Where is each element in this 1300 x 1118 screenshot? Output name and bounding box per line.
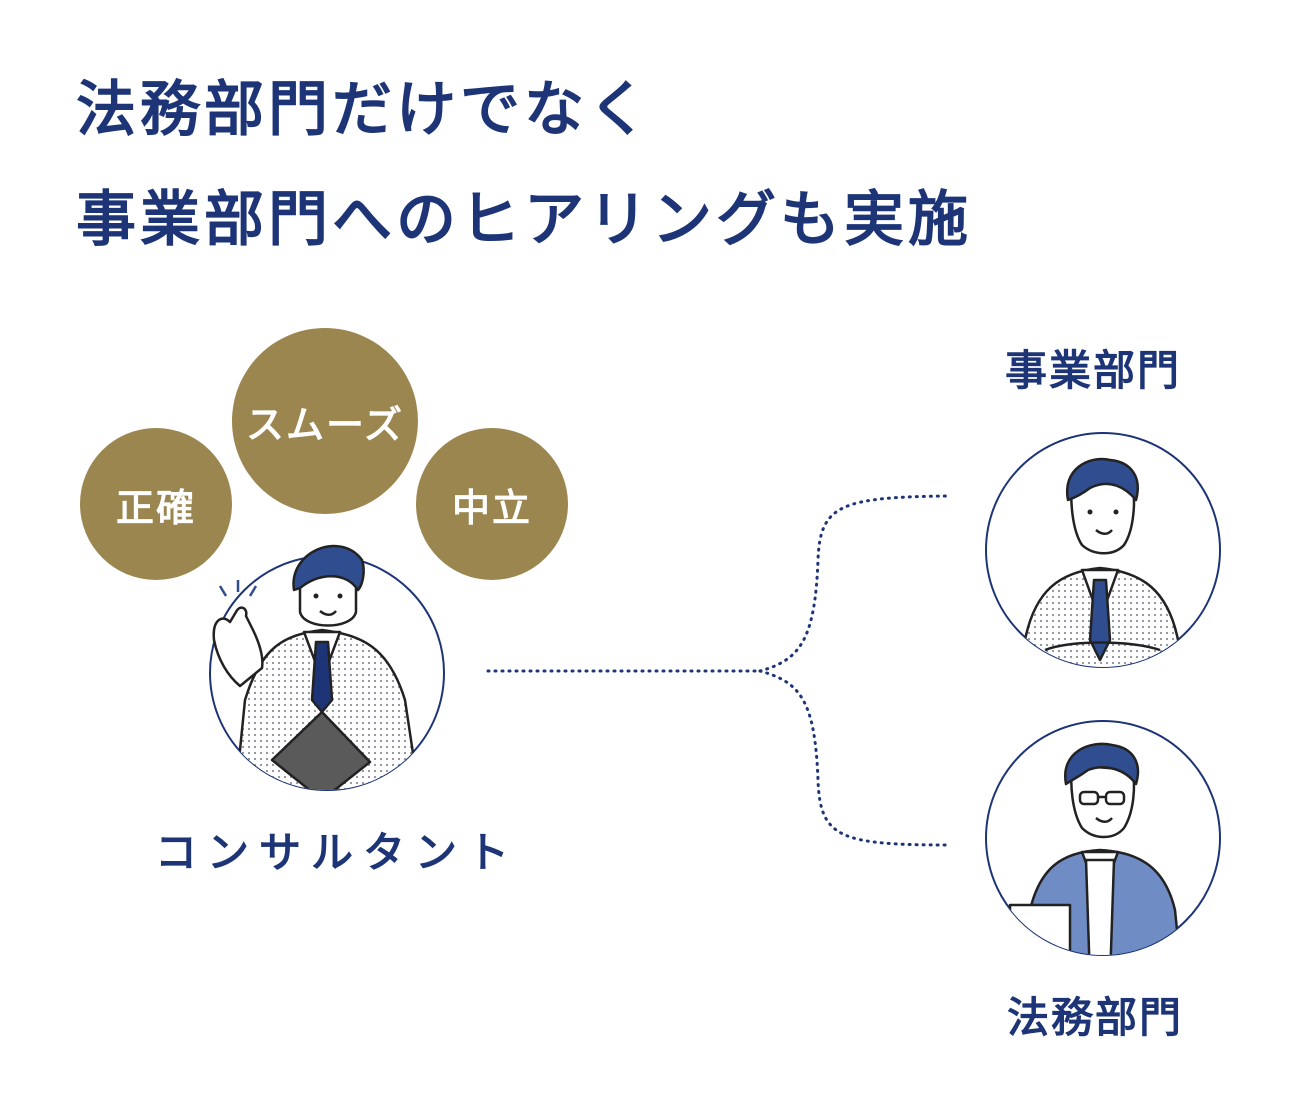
- connector-lines: [486, 494, 952, 847]
- consultant-label: コンサルタント: [155, 828, 520, 877]
- value-circle-neutral: 中立: [416, 428, 568, 580]
- title-line-1: 法務部門だけでなく: [76, 75, 652, 145]
- connector-to-business: [758, 494, 952, 673]
- value-label-neutral: 中立: [451, 485, 532, 530]
- consultant-avatar: [209, 544, 445, 791]
- legal-dept-label: 法務部門: [1007, 993, 1184, 1042]
- value-label-accuracy: 正確: [115, 485, 196, 530]
- value-label-smooth: スムーズ: [245, 402, 405, 447]
- value-circle-accuracy: 正確: [80, 428, 232, 580]
- value-circle-smooth: スムーズ: [232, 328, 418, 514]
- legal-dept-avatar: [985, 720, 1221, 956]
- title-line-2: 事業部門へのヒアリングも実施: [76, 185, 972, 255]
- connector-to-legal: [758, 669, 952, 847]
- business-dept-label: 事業部門: [1005, 346, 1182, 395]
- business-dept-avatar: [985, 432, 1221, 668]
